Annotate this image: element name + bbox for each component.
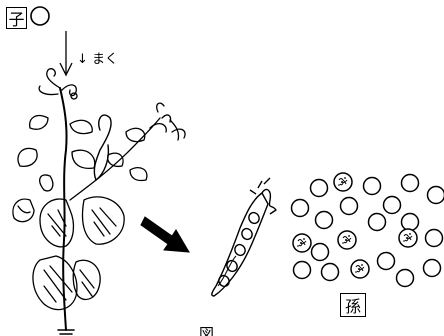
sow-label: ↓ まく: [77, 48, 118, 67]
wrinkled-seed: [293, 234, 311, 252]
parent-round-seed: [31, 7, 49, 25]
round-seed: [341, 198, 358, 215]
round-seed: [294, 262, 311, 279]
round-seed: [424, 260, 441, 277]
figure-label: 図: [199, 327, 229, 336]
round-seed: [322, 264, 339, 281]
round-seed: [292, 200, 309, 217]
wrinkled-seed: [338, 231, 356, 249]
round-seed: [402, 214, 419, 231]
round-seed: [311, 180, 328, 197]
figure-label-text: 図: [199, 327, 229, 336]
child-label: 子: [6, 7, 27, 29]
round-seed: [369, 214, 386, 231]
round-seed: [364, 178, 381, 195]
round-seed: [397, 270, 414, 287]
round-seed: [316, 212, 333, 229]
big-arrow: [141, 217, 189, 252]
grandchild-label: 孫: [340, 293, 366, 317]
round-seed: [378, 253, 395, 270]
round-seed: [384, 197, 401, 214]
round-seed: [402, 175, 419, 192]
wrinkled-seed: [399, 229, 417, 247]
round-seed: [426, 230, 443, 247]
round-seed: [428, 187, 444, 204]
pea-pod: [212, 178, 276, 296]
wrinkled-seed: [334, 173, 352, 191]
wrinkled-seed: [351, 260, 369, 278]
round-seed: [312, 244, 329, 261]
pea-plant: [13, 69, 185, 334]
sow-arrow: [60, 31, 72, 75]
